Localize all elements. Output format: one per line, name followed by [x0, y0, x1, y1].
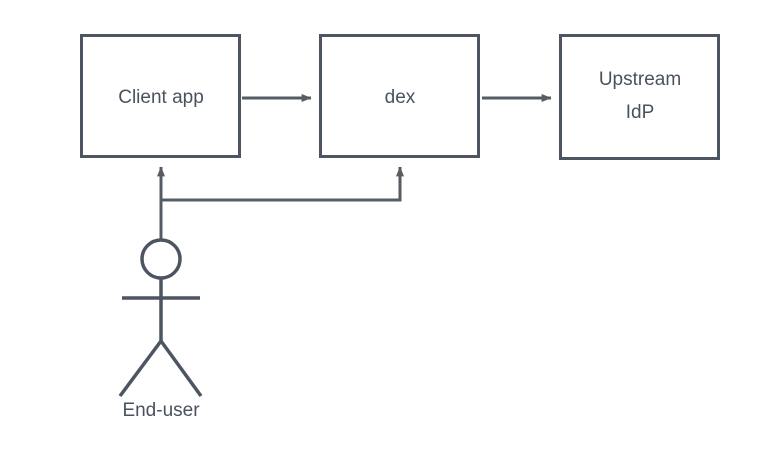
edge-end-user-to-dex [161, 166, 404, 202]
node-dex[interactable]: dex [319, 34, 480, 158]
end-user-label: End-user [122, 400, 200, 421]
dex-box[interactable] [319, 34, 480, 158]
node-upstream-idp[interactable]: Upstream IdP [559, 34, 720, 160]
edge-end-user-to-dex-line [161, 166, 404, 202]
end-user-head-icon [140, 238, 182, 280]
dex-label: dex [385, 87, 416, 108]
upstream-idp-label-line2: IdP [626, 102, 655, 123]
actor-end-user[interactable]: End-user [118, 238, 203, 421]
client-app-label: Client app [118, 87, 204, 108]
upstream-idp-box[interactable] [559, 34, 720, 160]
upstream-idp-label-line1: Upstream [599, 69, 681, 90]
end-user-right-leg-icon [159, 339, 203, 398]
node-client-app[interactable]: Client app [80, 34, 241, 158]
client-app-box[interactable] [80, 34, 241, 158]
end-user-left-leg-icon [118, 339, 163, 398]
